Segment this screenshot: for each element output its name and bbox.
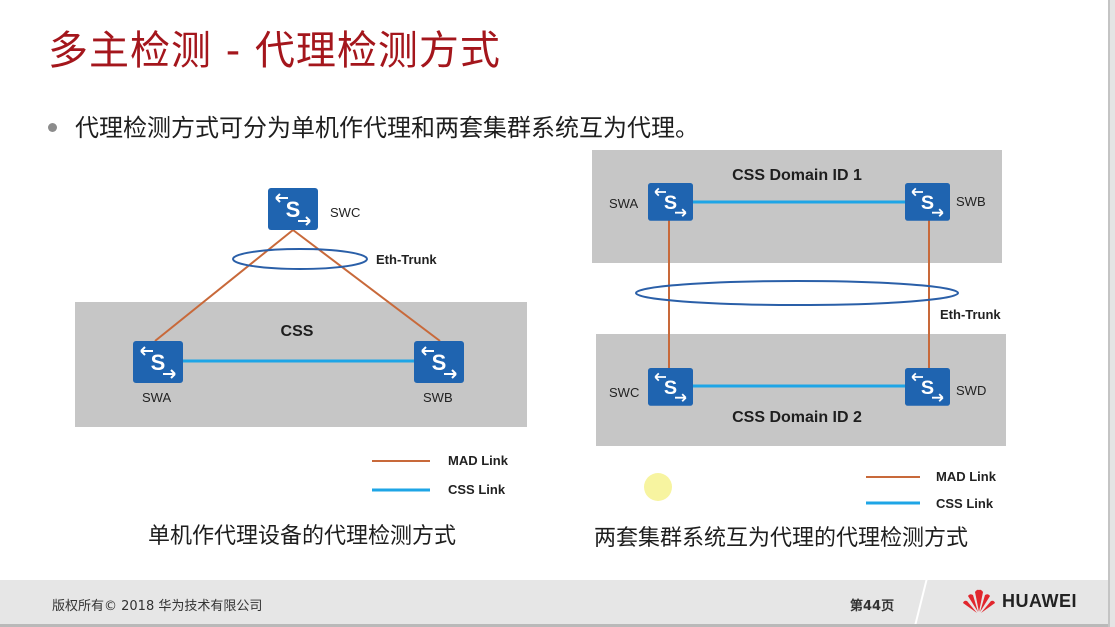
swd-label: SWD — [956, 383, 986, 398]
footer-divider — [914, 580, 928, 624]
switch-swb[interactable] — [413, 340, 465, 384]
bullet-text: 代理检测方式可分为单机作代理和两套集群系统互为代理。 — [75, 114, 699, 142]
footer: 版权所有© 2018 华为技术有限公司 第44页 HUAWEI — [0, 580, 1108, 627]
copyright-text: 版权所有© 2018 华为技术有限公司 — [52, 599, 263, 614]
network-diagram: S CSS Eth-Trunk SWC SWA SWB MAD Link CSS… — [75, 150, 1006, 511]
swb-label: SWB — [956, 194, 986, 209]
css-domain-1-label: CSS Domain ID 1 — [732, 167, 862, 184]
scrollbar[interactable] — [1108, 0, 1115, 627]
eth-trunk-label: Eth-Trunk — [376, 252, 437, 267]
legend-mad-label: MAD Link — [448, 453, 509, 468]
legend-css-label: CSS Link — [936, 496, 994, 511]
css-box-label: CSS — [281, 323, 314, 340]
switch-swb[interactable] — [904, 182, 951, 222]
switch-swc[interactable] — [267, 187, 319, 231]
bullet-dot-icon — [48, 123, 57, 132]
left-diagram: CSS Eth-Trunk SWC SWA SWB MAD Link CSS L… — [75, 187, 527, 497]
swb-label: SWB — [423, 390, 453, 405]
page-number: 第44页 — [850, 599, 895, 614]
eth-trunk-label: Eth-Trunk — [940, 307, 1001, 322]
right-diagram: CSS Domain ID 1 CSS Domain ID 2 Eth-Trun… — [592, 150, 1006, 511]
switch-swa[interactable] — [647, 182, 694, 222]
cursor-highlight — [644, 473, 672, 501]
switch-swa[interactable] — [132, 340, 184, 384]
switch-swd[interactable] — [904, 367, 951, 407]
left-diagram-caption: 单机作代理设备的代理检测方式 — [148, 524, 457, 549]
swa-label: SWA — [609, 196, 638, 211]
slide-title: 多主检测 - 代理检测方式 — [48, 28, 501, 74]
switch-swc[interactable] — [647, 367, 694, 407]
swc-label: SWC — [609, 385, 639, 400]
right-diagram-caption: 两套集群系统互为代理的代理检测方式 — [594, 526, 969, 551]
mad-link-left — [154, 229, 294, 342]
css-domain-2-label: CSS Domain ID 2 — [732, 409, 862, 426]
huawei-logo: HUAWEI — [962, 588, 1077, 614]
swa-label: SWA — [142, 390, 171, 405]
brand-name: HUAWEI — [1002, 590, 1077, 611]
legend-css-label: CSS Link — [448, 482, 506, 497]
legend-mad-label: MAD Link — [936, 469, 997, 484]
bullet-item: 代理检测方式可分为单机作代理和两套集群系统互为代理。 — [48, 108, 699, 143]
swc-label: SWC — [330, 205, 360, 220]
huawei-flower-icon — [963, 589, 995, 613]
eth-trunk-ring — [232, 248, 368, 270]
eth-trunk-ring — [635, 280, 959, 306]
